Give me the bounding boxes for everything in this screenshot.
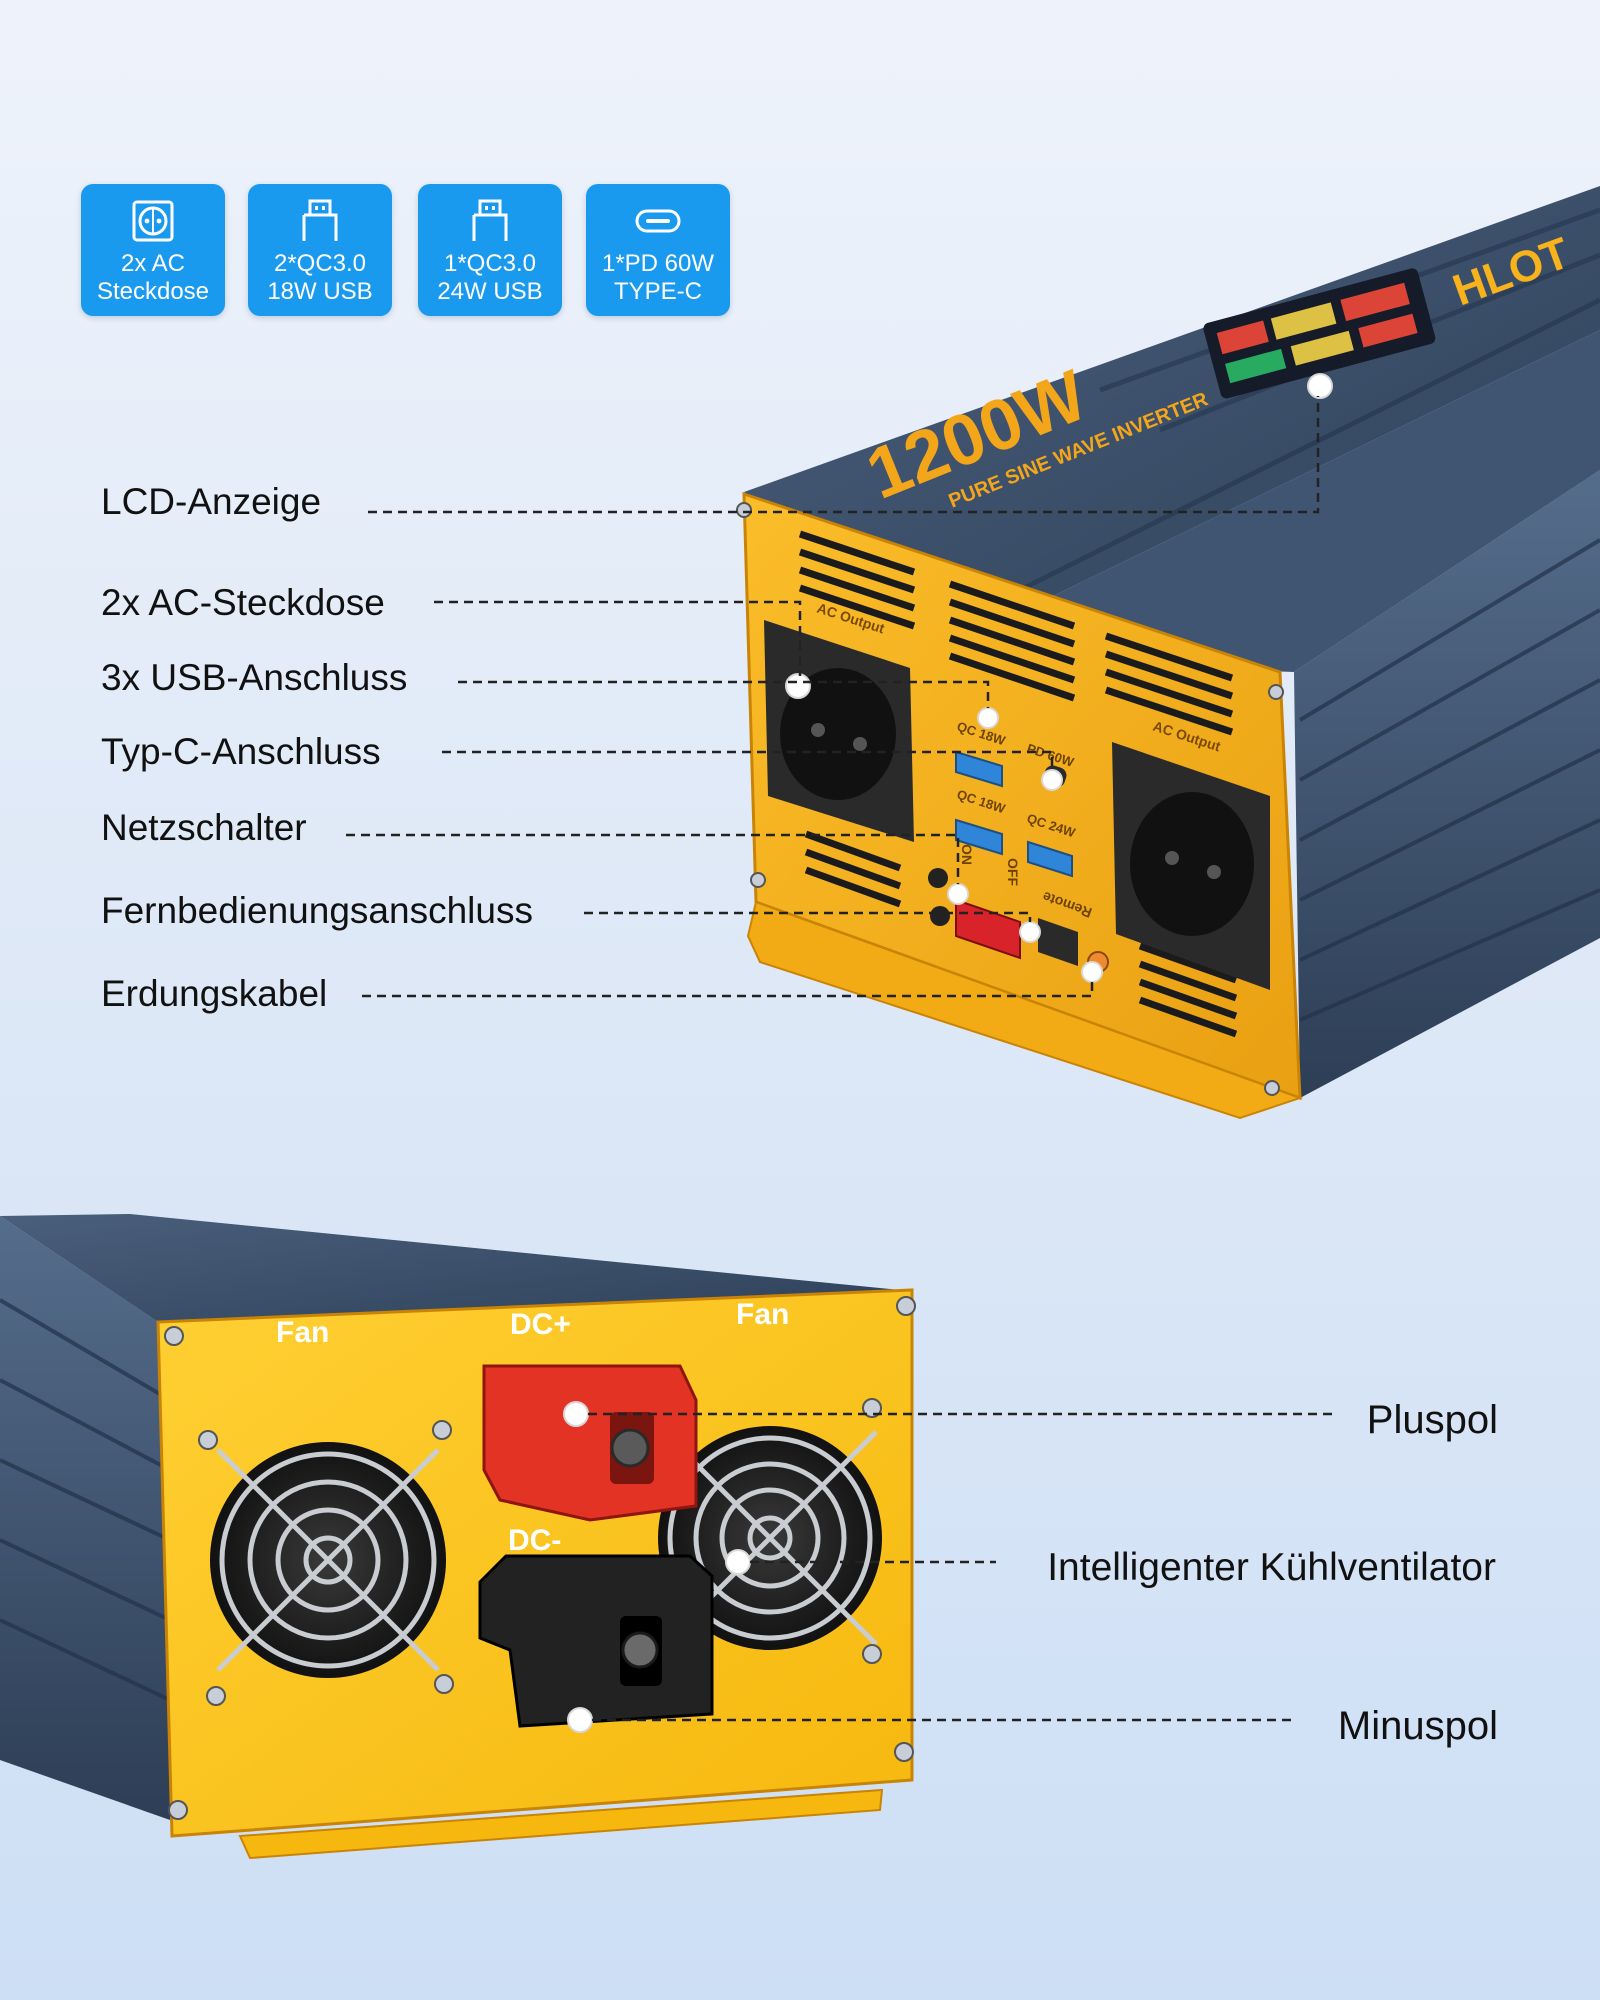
fan-right [658, 1398, 882, 1664]
back-unit-side [0, 1216, 170, 1820]
back-callout-dots [563, 1401, 751, 1733]
fan-print-right: Fan [736, 1298, 789, 1331]
dc-positive-terminal [482, 1364, 698, 1522]
front-callout-lines [346, 396, 1320, 998]
on-print: ON [959, 844, 975, 865]
label-power-switch: Netzschalter [101, 807, 307, 848]
back-screws [164, 1296, 916, 1820]
badge-line-1: 2*QC3.0 [273, 250, 367, 277]
ac-socket-right: AC Output [1112, 718, 1270, 990]
back-mounting-foot [238, 1788, 884, 1860]
fan-left [198, 1420, 454, 1706]
badge-line-1: 1*QC3.0 [443, 250, 537, 277]
dc-plus-print: DC+ [510, 1308, 571, 1341]
socket-icon [132, 200, 174, 242]
usb-a-icon [302, 199, 338, 241]
front-vents [798, 530, 1238, 1038]
off-print: OFF [1005, 858, 1021, 886]
front-unit-side [1294, 470, 1600, 1098]
front-mounting-foot [746, 900, 1304, 1120]
badge-ac-socket: 2x AC Steckdose [81, 184, 225, 316]
front-callout-dots [785, 373, 1333, 983]
label-negative-terminal: Minuspol [1337, 1704, 1498, 1748]
front-screws [736, 502, 1284, 1096]
label-ground-cable: Erdungskabel [101, 973, 328, 1014]
badge-usb-18w: 2*QC3.0 18W USB [248, 184, 392, 316]
badge-line-2: 18W USB [267, 278, 373, 305]
power-switch-device: ON OFF [955, 844, 1021, 960]
badge-usb-24w: 1*QC3.0 24W USB [418, 184, 562, 316]
back-unit: Fan Fan DC+ DC- [0, 1214, 1334, 1860]
badge-line-2: 24W USB [437, 278, 543, 305]
label-lcd-display: LCD-Anzeige [101, 481, 322, 522]
lcd-panel [1203, 268, 1436, 399]
label-type-c-port: Typ-C-Anschluss [101, 731, 381, 772]
usb-c-icon [635, 209, 681, 233]
badge-line-2: Steckdose [96, 278, 210, 305]
label-usb-port: 3x USB-Anschluss [101, 657, 408, 698]
label-remote-port: Fernbedienungsanschluss [101, 890, 533, 931]
badge-line-1: 1*PD 60W [601, 250, 715, 277]
front-unit: 1200W PURE SINE WAVE INVERTER HLOT [346, 186, 1600, 1120]
badge-line-2: TYPE-C [613, 278, 702, 305]
back-callout-lines [588, 1412, 1334, 1722]
usb-a-icon [472, 199, 508, 241]
fan-print-left: Fan [276, 1316, 329, 1349]
side-fins [1298, 538, 1600, 1022]
label-ac-socket: 2x AC-Steckdose [101, 582, 385, 623]
badge-line-1: 2x AC [120, 250, 186, 277]
badge-type-c: 1*PD 60W TYPE-C [586, 184, 730, 316]
label-cooling-fan: Intelligenter Kühlventilator [1047, 1546, 1496, 1589]
dc-negative-terminal [478, 1554, 714, 1728]
label-positive-terminal: Pluspol [1366, 1398, 1498, 1442]
dc-minus-print: DC- [508, 1524, 561, 1557]
